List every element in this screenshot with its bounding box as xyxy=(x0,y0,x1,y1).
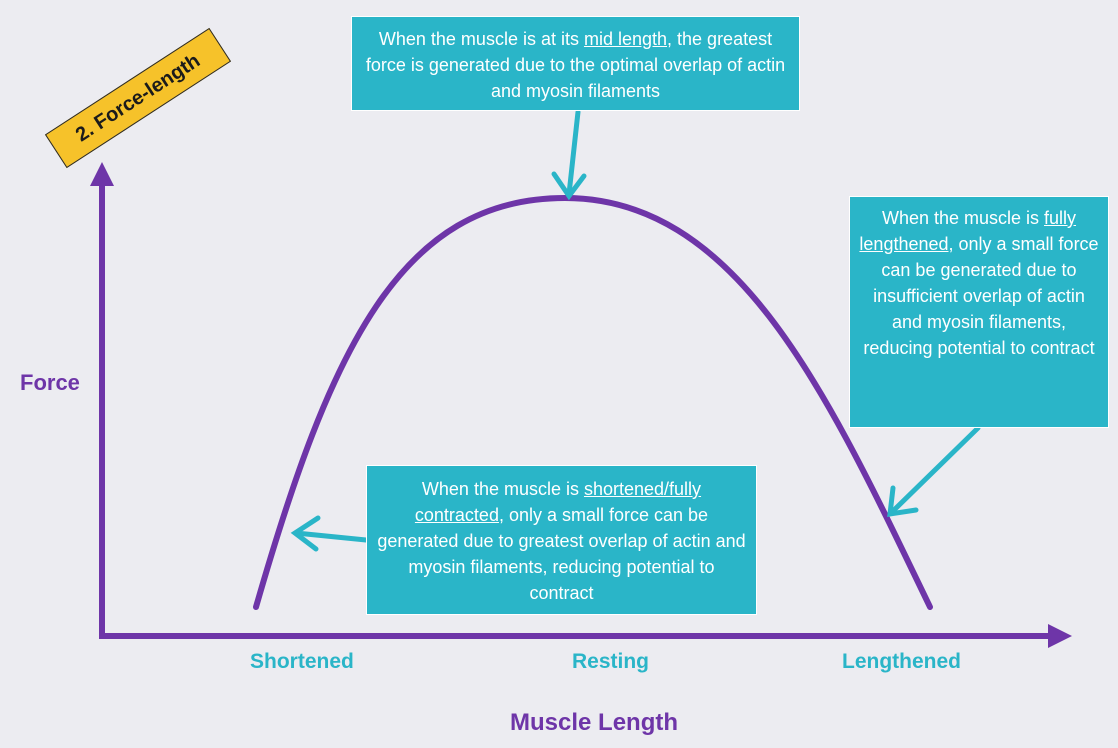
callout-mid-length-post: , the greatest force is generated due to… xyxy=(365,29,786,101)
force-length-curve xyxy=(253,194,933,610)
y-axis-label: Force xyxy=(20,370,80,395)
x-axis-arrowhead xyxy=(1048,624,1072,648)
callout-mid-length-pre: When the muscle is at its xyxy=(378,29,584,49)
x-tick-lengthened: Lengthened xyxy=(842,650,961,673)
callout-shortened-emphasis: shortened/fully contracted xyxy=(414,479,702,525)
callout-shortened-pre: When the muscle is xyxy=(421,479,584,499)
x-tick-resting: Resting xyxy=(572,650,650,673)
callout-lengthened-pre: When the muscle is xyxy=(881,208,1045,228)
y-axis-arrowhead xyxy=(90,162,114,186)
callout-mid-length-emphasis: mid length xyxy=(583,29,668,49)
callout-shortened-post: , only a small force can be generated du… xyxy=(377,505,746,603)
x-tick-shortened: Shortened xyxy=(250,650,354,673)
callout-fully-lengthened: When the muscle is fully lengthened, onl… xyxy=(849,196,1109,428)
callout-lengthened-post: , only a small force can be generated du… xyxy=(863,234,1099,358)
callout-lengthened-emphasis: fully lengthened xyxy=(859,208,1077,254)
callout-mid-length: When the muscle is at its mid length, th… xyxy=(351,16,800,111)
x-axis-label: Muscle Length xyxy=(510,709,679,736)
arrow-to-shortened xyxy=(290,515,369,552)
callout-shortened: When the muscle is shortened/fully contr… xyxy=(366,465,757,615)
arrow-to-lengthened xyxy=(887,425,981,517)
arrow-to-peak xyxy=(551,109,587,201)
